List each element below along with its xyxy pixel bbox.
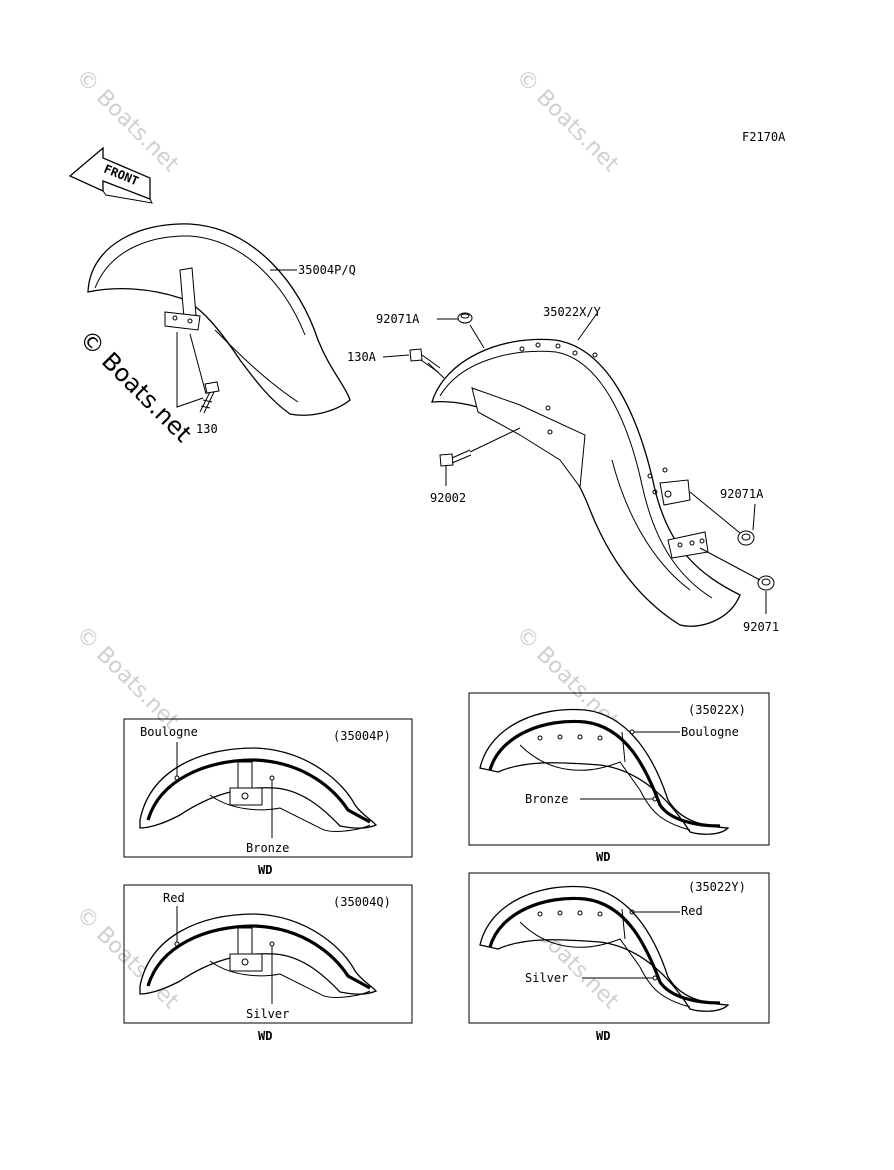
- color-panel-35004P: (35004P) Boulogne Bronze WD: [123, 718, 413, 877]
- mount-holes: [519, 342, 668, 495]
- panel-stripe-label: Boulogne: [140, 725, 198, 739]
- callout-130A: 130A: [347, 350, 377, 364]
- panel-caption: WD: [258, 863, 272, 877]
- callout-92071A-top: 92071A: [376, 312, 420, 326]
- panel-caption: WD: [596, 1029, 610, 1043]
- panel-stripe-label: Red: [681, 904, 703, 918]
- panel-body-label: Bronze: [246, 841, 289, 855]
- figure-code: F2170A: [742, 130, 786, 144]
- bolt-92002: [439, 449, 472, 467]
- panel-stripe-label: Red: [163, 891, 185, 905]
- front-direction-arrow-icon: FRONT: [68, 146, 153, 204]
- panel-stripe-label: Boulogne: [681, 725, 739, 739]
- nut-92071-bottom: [757, 575, 775, 591]
- bolt-130A: [409, 348, 441, 373]
- callout-130: 130: [196, 422, 218, 436]
- color-panel-35004Q: (35004Q) Red Silver WD: [123, 884, 413, 1043]
- panel-body-label: Silver: [246, 1007, 289, 1021]
- panel-code: (35022Y): [688, 880, 746, 894]
- watermarks: © Boats.net © Boats.net © Boats.net © Bo…: [71, 65, 629, 1015]
- panel-code: (35004P): [333, 729, 391, 743]
- watermark-text-dark: © Boats.net: [74, 324, 197, 447]
- nut-92071A-top: [457, 312, 473, 324]
- panel-caption: WD: [258, 1029, 272, 1043]
- watermark-text: © Boats.net: [511, 65, 624, 178]
- color-panel-35022Y: (35022Y) Red Silver WD: [468, 872, 770, 1043]
- callout-92071-bottom: 92071: [743, 620, 779, 634]
- front-fender: [87, 223, 351, 416]
- panel-caption: WD: [596, 850, 610, 864]
- callout-35004PQ: 35004P/Q: [298, 263, 356, 277]
- callout-92071A-right: 92071A: [720, 487, 764, 501]
- callout-92002: 92002: [430, 491, 466, 505]
- bolt-130: [199, 381, 220, 414]
- callout-35022XY: 35022X/Y: [543, 305, 602, 319]
- nut-92071A-right: [737, 530, 755, 546]
- panel-body-label: Silver: [525, 971, 568, 985]
- color-panel-35022X: (35022X) Boulogne Bronze WD: [468, 692, 770, 864]
- watermark-text: © Boats.net: [71, 622, 184, 735]
- rear-fender: [431, 338, 741, 627]
- panel-code: (35004Q): [333, 895, 391, 909]
- panel-body-label: Bronze: [525, 792, 568, 806]
- panel-code: (35022X): [688, 703, 746, 717]
